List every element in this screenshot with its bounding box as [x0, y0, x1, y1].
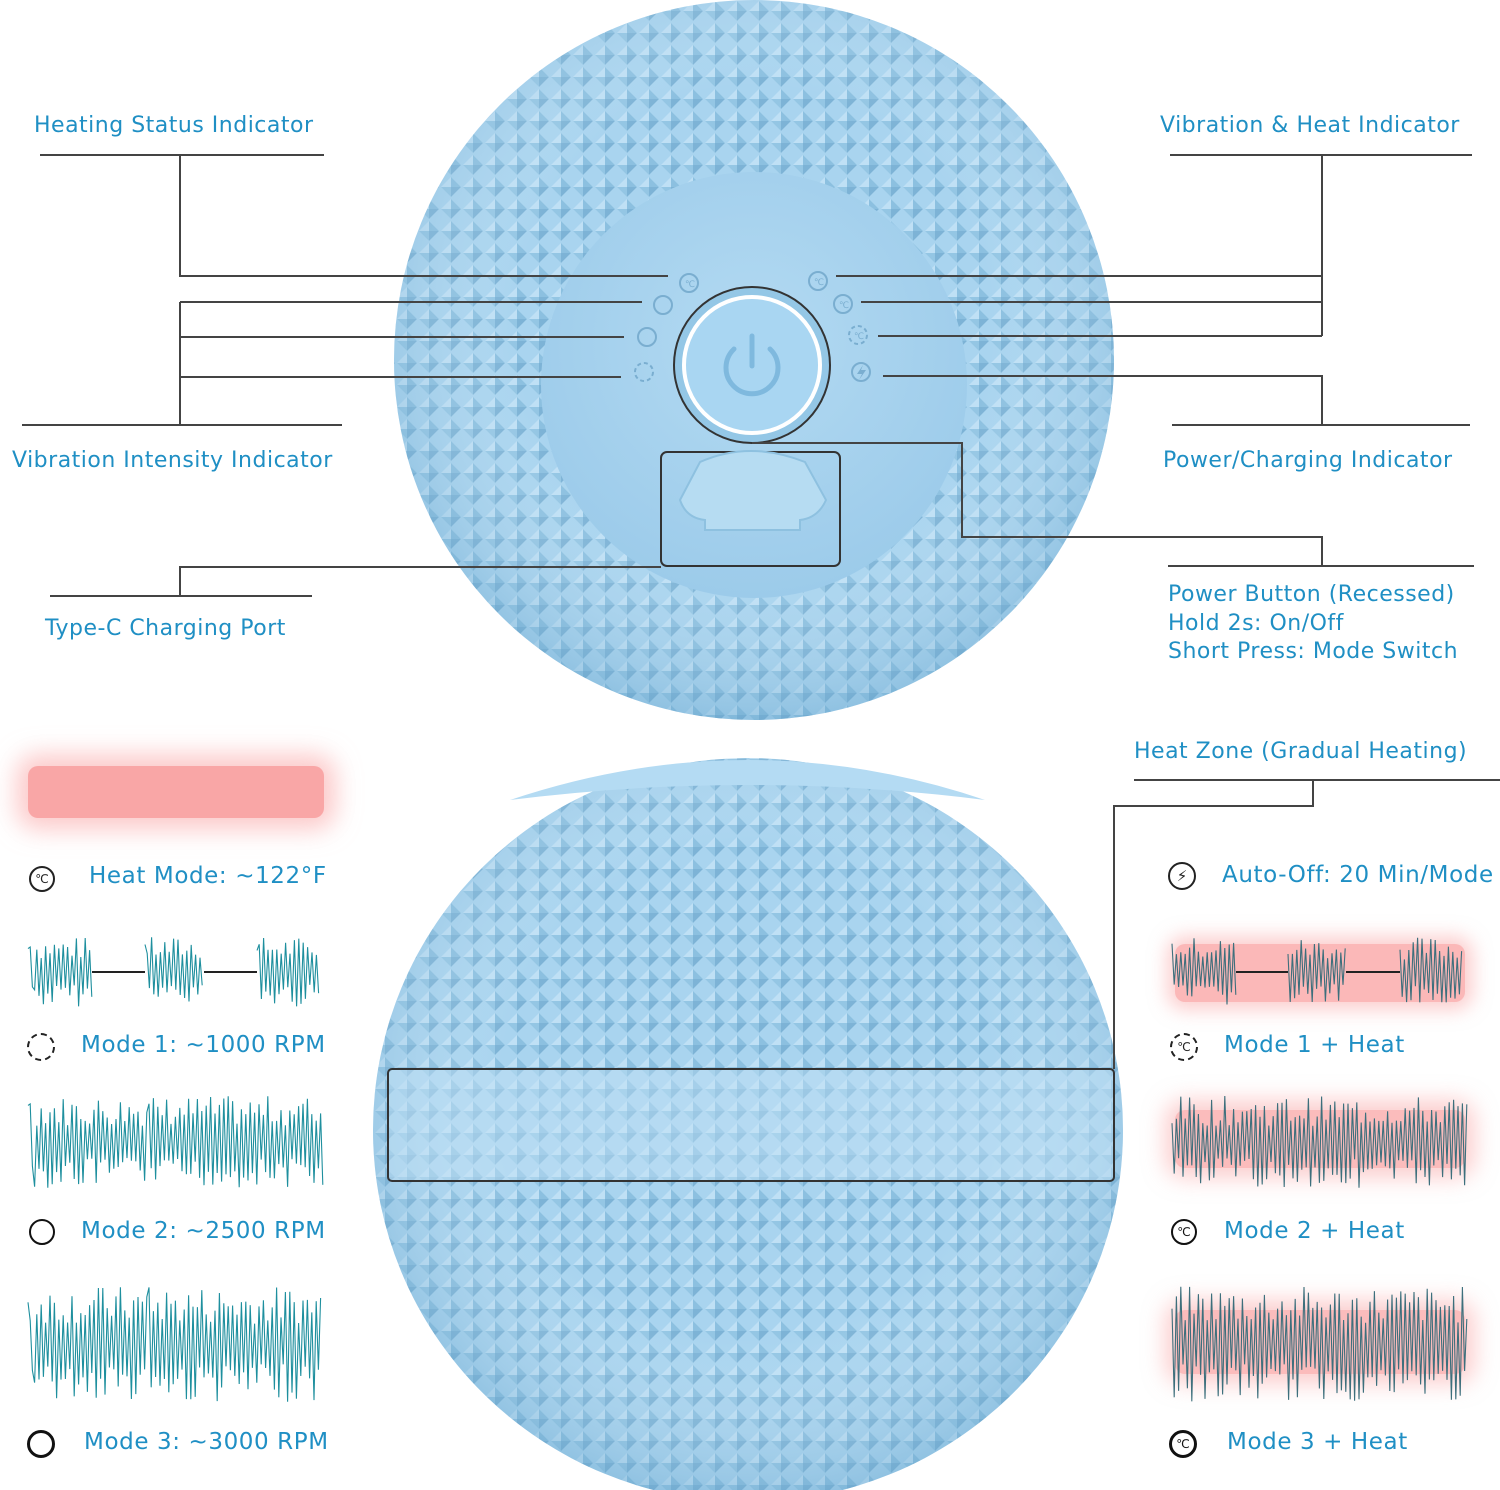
left-mode-label-0: Heat Mode: ~122°F	[89, 863, 327, 889]
left-mode-label-1: Mode 1: ~1000 RPM	[81, 1032, 326, 1058]
right-mode-label-2: Mode 2 + Heat	[1224, 1218, 1405, 1244]
heat-led-icon	[808, 271, 828, 291]
mode3-wave	[27, 1287, 322, 1402]
dashed-circle-icon	[27, 1033, 55, 1061]
mode1-heat-wave	[1287, 940, 1346, 1003]
top-ball: ℃ ℃ ℃ ℃	[394, 0, 1114, 720]
heat2-led-icon	[833, 294, 853, 314]
mode2-wave	[27, 1096, 324, 1188]
heat-glow-bar	[28, 766, 324, 818]
bold-celsius-icon: ℃	[1169, 1430, 1197, 1458]
left-mode-label-3: Mode 3: ~3000 RPM	[84, 1429, 329, 1455]
heating-status-label: Heating Status Indicator	[34, 113, 314, 138]
left-indicators	[634, 273, 699, 382]
mode1-wave	[27, 937, 93, 1007]
mode2-led-icon	[637, 327, 657, 347]
thin-circle-icon	[29, 1219, 55, 1245]
lightning-icon: ⚡	[1168, 862, 1196, 890]
right-indicators	[808, 271, 871, 382]
left-mode-label-2: Mode 2: ~2500 RPM	[81, 1218, 326, 1244]
mode3-led-icon	[653, 295, 673, 315]
power-button-line2: Hold 2s: On/Off	[1168, 610, 1344, 636]
dashed-celsius-icon: ℃	[1170, 1033, 1198, 1061]
type-c-label: Type-C Charging Port	[45, 616, 286, 641]
power-button-line1: Power Button (Recessed)	[1168, 582, 1455, 607]
heat-zone-frame	[387, 1068, 1115, 1182]
mode1-heat-wave	[1171, 938, 1237, 1005]
svg-text:℃: ℃	[854, 332, 864, 342]
power-button-label: Power Button (Recessed) Hold 2s: On/Off …	[1168, 581, 1458, 667]
thin-celsius-icon: ℃	[1171, 1219, 1197, 1245]
svg-text:℃: ℃	[685, 280, 695, 290]
celsius-icon: ℃	[29, 866, 55, 892]
right-mode-label-3: Mode 3 + Heat	[1227, 1429, 1408, 1455]
mode2-heat-wave	[1171, 1095, 1468, 1188]
heat1-led-icon	[848, 325, 868, 345]
mode1-led-icon	[634, 362, 654, 382]
power-charging-label: Power/Charging Indicator	[1163, 448, 1453, 473]
leader-lines	[22, 154, 1500, 1069]
vibration-heat-label: Vibration & Heat Indicator	[1160, 113, 1460, 138]
vibration-intensity-label: Vibration Intensity Indicator	[12, 448, 333, 473]
svg-text:℃: ℃	[814, 278, 824, 288]
power-icon	[723, 333, 781, 397]
type-c-port-cover[interactable]	[678, 450, 828, 531]
heat-zone-label: Heat Zone (Gradual Heating)	[1134, 739, 1468, 764]
power-button-line3: Short Press: Mode Switch	[1168, 639, 1459, 665]
bottom-ball	[373, 758, 1123, 1490]
mode3-heat-wave	[1171, 1286, 1468, 1402]
mode1-wave	[256, 937, 320, 1007]
charging-led-icon	[851, 362, 871, 382]
svg-text:℃: ℃	[839, 301, 849, 311]
right-mode-label-0: Auto-Off: 20 Min/Mode	[1222, 862, 1494, 888]
bold-circle-icon	[27, 1430, 55, 1458]
celsius-led-icon	[679, 273, 699, 293]
mode1-wave	[144, 937, 203, 1002]
right-mode-label-1: Mode 1 + Heat	[1224, 1032, 1405, 1058]
mode1-heat-wave	[1399, 937, 1463, 1003]
